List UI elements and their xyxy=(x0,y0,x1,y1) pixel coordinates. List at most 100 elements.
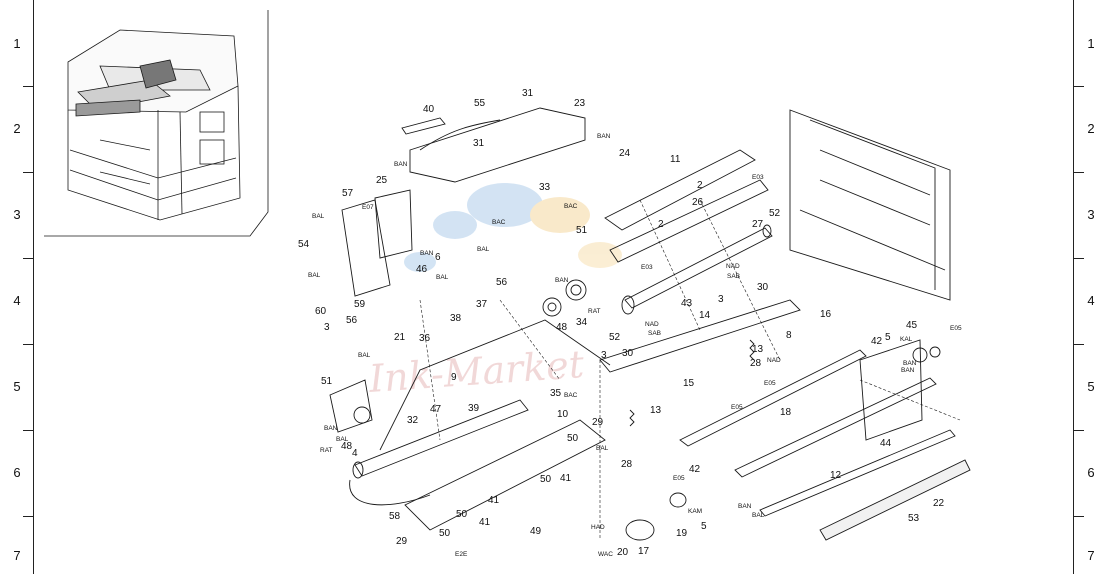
part-label: 41 xyxy=(560,473,572,484)
code-label: E03 xyxy=(752,174,764,181)
part-label: 50 xyxy=(456,509,468,520)
part-label: 30 xyxy=(757,282,769,293)
grid-row-label: 3 xyxy=(1087,207,1095,222)
code-label: BAL xyxy=(336,436,349,443)
part-label: 29 xyxy=(592,417,604,428)
part-label: 29 xyxy=(396,536,408,547)
code-label: E07 xyxy=(362,204,374,211)
code-label: BAL xyxy=(312,213,325,220)
grid-row-label: 5 xyxy=(13,379,21,394)
exploded-parts-diagram: Ink-Market xyxy=(44,10,971,558)
part-label: 26 xyxy=(692,197,704,208)
part-label: 31 xyxy=(473,138,485,149)
part-label: 38 xyxy=(450,313,462,324)
code-label: SAB xyxy=(648,330,661,337)
part-label: 10 xyxy=(557,409,569,420)
part-label: 45 xyxy=(906,320,918,331)
code-label: RAT xyxy=(320,447,333,454)
grid-divider xyxy=(23,430,33,431)
part-label: 33 xyxy=(539,182,551,193)
code-label: NAD xyxy=(726,263,740,270)
part-label: 51 xyxy=(576,225,588,236)
part-label: 27 xyxy=(752,219,764,230)
part-label: 54 xyxy=(298,239,310,250)
part-label: 21 xyxy=(394,332,406,343)
part-label: 22 xyxy=(933,498,945,509)
grid-row-label: 2 xyxy=(13,121,21,136)
part-label: 52 xyxy=(769,208,781,219)
grid-divider xyxy=(1074,344,1084,345)
grid-divider xyxy=(23,258,33,259)
part-label: 31 xyxy=(522,88,534,99)
code-label: BAN xyxy=(324,425,338,432)
part-label: 49 xyxy=(530,526,542,537)
part-label: 47 xyxy=(430,404,442,415)
part-label: 18 xyxy=(780,407,792,418)
code-label: BAN xyxy=(901,367,915,374)
code-label: E05 xyxy=(950,325,962,332)
part-label: 3 xyxy=(601,350,607,361)
part-label: 6 xyxy=(435,252,441,263)
part-label: 36 xyxy=(419,333,431,344)
grid-divider xyxy=(23,86,33,87)
part-label: 50 xyxy=(567,433,579,444)
grid-row-label: 6 xyxy=(1087,465,1095,480)
part-label: 23 xyxy=(574,98,586,109)
code-label: BAL xyxy=(752,512,765,519)
watermark-logo xyxy=(404,183,622,272)
code-label: BAN xyxy=(394,161,408,168)
code-label: WAC xyxy=(598,551,613,558)
part-label: 32 xyxy=(407,415,419,426)
fastener-code-labels: BAN BAN BAN BAN BAN BAN BAN BAN BAL BAL … xyxy=(308,133,962,558)
part-label: 30 xyxy=(622,348,634,359)
code-label: BAC xyxy=(492,219,506,226)
part-label: 50 xyxy=(540,474,552,485)
part-label: 44 xyxy=(880,438,892,449)
code-label: RAT xyxy=(588,308,601,315)
part-label: 59 xyxy=(354,299,366,310)
part-label: 24 xyxy=(619,148,631,159)
code-label: KAM xyxy=(688,508,702,515)
grid-row-label: 1 xyxy=(1087,36,1095,51)
part-label: 50 xyxy=(439,528,451,539)
part-label: 39 xyxy=(468,403,480,414)
part-label: 52 xyxy=(609,332,621,343)
code-label: BAN xyxy=(420,250,434,257)
grid-row-label: 4 xyxy=(1087,293,1095,308)
part-label: 56 xyxy=(346,315,358,326)
part-label: 51 xyxy=(321,376,333,387)
part-label: 5 xyxy=(701,521,707,532)
part-label: 53 xyxy=(908,513,920,524)
grid-divider xyxy=(23,344,33,345)
code-label: SAB xyxy=(727,273,740,280)
code-label: BAN xyxy=(738,503,752,510)
grid-row-label: 4 xyxy=(13,293,21,308)
part-labels: 2 2 3 3 3 4 5 5 6 8 9 10 11 12 13 13 14 … xyxy=(298,88,945,558)
code-label: HAD xyxy=(591,524,605,531)
part-label: 4 xyxy=(352,448,358,459)
parts-line-art xyxy=(329,107,971,541)
code-label: BAC xyxy=(564,392,578,399)
copier-inset-view xyxy=(44,10,269,237)
part-label: 35 xyxy=(550,388,562,399)
code-label: BAL xyxy=(308,272,321,279)
part-label: 58 xyxy=(389,511,401,522)
part-label: 37 xyxy=(476,299,488,310)
grid-divider xyxy=(23,172,33,173)
part-label: 60 xyxy=(315,306,327,317)
part-label: 2 xyxy=(658,219,664,230)
part-label: 13 xyxy=(752,344,764,355)
grid-divider xyxy=(23,516,33,517)
code-label: BAL xyxy=(358,352,371,359)
part-label: 42 xyxy=(689,464,701,475)
part-label: 2 xyxy=(697,180,703,191)
part-label: 15 xyxy=(683,378,695,389)
grid-divider xyxy=(1074,86,1084,87)
code-label: NAD xyxy=(645,321,659,328)
grid-divider xyxy=(1074,516,1084,517)
code-label: BAL xyxy=(436,274,449,281)
code-label: E05 xyxy=(764,380,776,387)
part-label: 3 xyxy=(324,322,330,333)
code-label: BAC xyxy=(564,203,578,210)
code-label: BAN xyxy=(555,277,569,284)
